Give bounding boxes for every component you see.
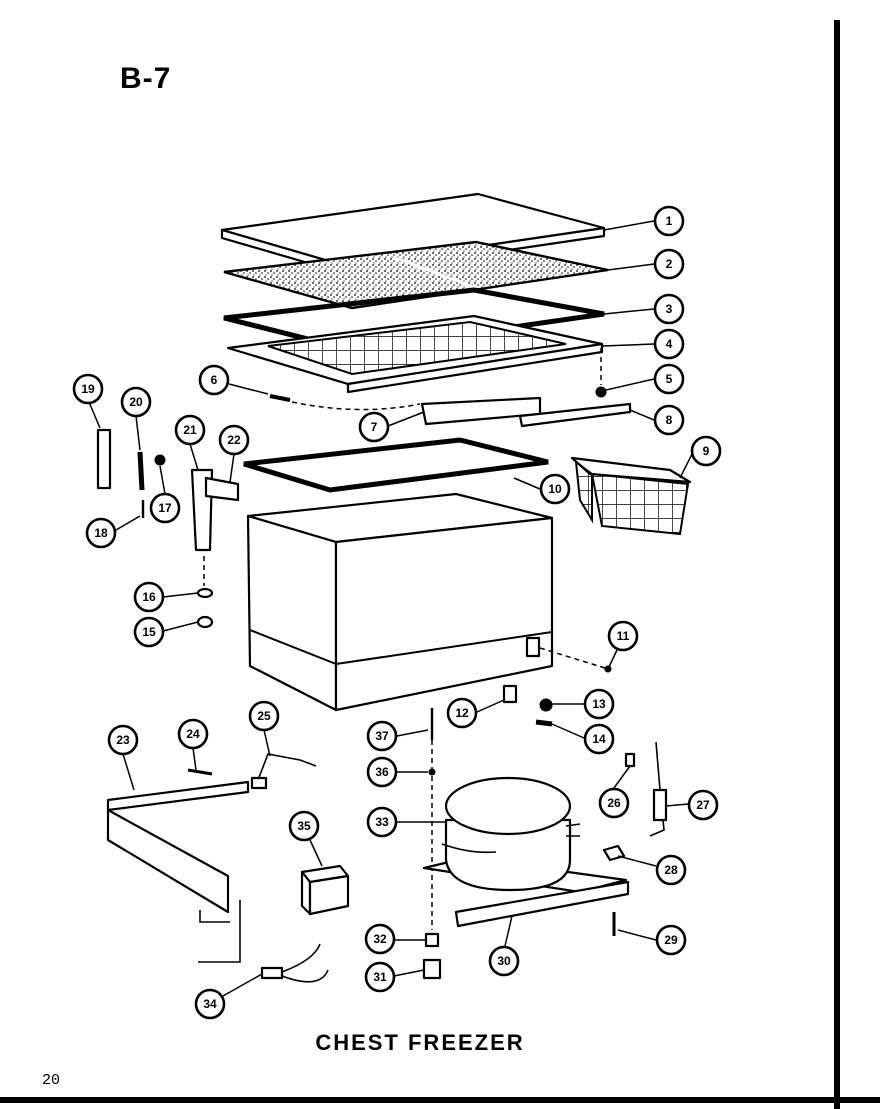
svg-text:33: 33 <box>375 815 389 829</box>
callout-26: 26 <box>598 787 630 819</box>
svg-text:30: 30 <box>497 954 511 968</box>
callout-36: 36 <box>366 756 398 788</box>
svg-text:17: 17 <box>158 501 172 515</box>
part-hinge-strip <box>518 402 632 428</box>
svg-text:29: 29 <box>664 933 678 947</box>
callout-7: 7 <box>358 411 390 443</box>
page-border-bottom <box>0 1097 880 1103</box>
svg-text:2: 2 <box>666 257 673 271</box>
svg-text:35: 35 <box>297 819 311 833</box>
diagram-caption: CHEST FREEZER <box>315 1030 525 1055</box>
callout-14: 14 <box>583 723 615 755</box>
callout-3: 3 <box>653 293 685 325</box>
svg-text:10: 10 <box>548 482 562 496</box>
callout-29: 29 <box>655 924 687 956</box>
page-code: B-7 <box>120 62 172 95</box>
callout-28: 28 <box>655 854 687 886</box>
svg-text:20: 20 <box>129 395 143 409</box>
svg-text:37: 37 <box>375 729 389 743</box>
part-hinge-assembly <box>96 428 240 629</box>
callout-9: 9 <box>690 435 722 467</box>
part-cabinet <box>246 492 612 712</box>
page-border-right <box>834 20 840 1109</box>
callout-34: 34 <box>194 988 226 1020</box>
svg-text:32: 32 <box>373 932 387 946</box>
callout-13: 13 <box>583 688 615 720</box>
callout-30: 30 <box>488 945 520 977</box>
callout-22: 22 <box>218 424 250 456</box>
callout-21: 21 <box>174 414 206 446</box>
callout-8: 8 <box>653 404 685 436</box>
callout-23: 23 <box>107 724 139 756</box>
svg-text:34: 34 <box>203 997 217 1011</box>
part-compressor <box>422 776 630 928</box>
svg-text:11: 11 <box>617 629 630 643</box>
callout-11: 11 <box>607 620 639 652</box>
svg-text:3: 3 <box>666 302 673 316</box>
part-breaker-strip <box>243 437 549 493</box>
svg-text:5: 5 <box>666 372 673 386</box>
part-relay <box>300 864 350 916</box>
part-drain-tube <box>106 753 317 963</box>
svg-text:7: 7 <box>371 420 378 434</box>
svg-text:4: 4 <box>666 337 673 351</box>
svg-text:18: 18 <box>94 526 108 540</box>
svg-text:15: 15 <box>142 625 156 639</box>
svg-text:12: 12 <box>455 706 469 720</box>
part-screw-5 <box>595 348 607 398</box>
svg-text:19: 19 <box>81 382 95 396</box>
callout-2: 2 <box>653 248 685 280</box>
page-number: 20 <box>42 1072 61 1089</box>
part-basket <box>570 456 692 536</box>
svg-text:24: 24 <box>186 727 200 741</box>
callout-15: 15 <box>133 616 165 648</box>
svg-text:13: 13 <box>592 697 606 711</box>
svg-text:6: 6 <box>211 373 218 387</box>
svg-text:21: 21 <box>183 423 197 437</box>
svg-text:22: 22 <box>227 433 241 447</box>
callout-32: 32 <box>364 923 396 955</box>
callout-19: 19 <box>72 373 104 405</box>
callout-17: 17 <box>149 492 181 524</box>
svg-text:27: 27 <box>696 798 710 812</box>
svg-text:36: 36 <box>375 765 389 779</box>
svg-text:8: 8 <box>666 413 673 427</box>
svg-text:9: 9 <box>703 444 710 458</box>
callout-18: 18 <box>85 517 117 549</box>
part-screw-6 <box>269 394 421 411</box>
callout-37: 37 <box>366 720 398 752</box>
part-mount-stack <box>422 708 442 980</box>
part-lid-panel <box>226 314 604 394</box>
leader-lines <box>88 220 693 997</box>
part-thermostat <box>624 741 668 837</box>
part-cord <box>260 943 329 983</box>
callout-24: 24 <box>177 718 209 750</box>
callout-6: 6 <box>198 364 230 396</box>
callout-16: 16 <box>133 581 165 613</box>
callout-1: 1 <box>653 205 685 237</box>
svg-text:23: 23 <box>116 733 130 747</box>
svg-text:1: 1 <box>666 214 673 228</box>
callout-33: 33 <box>366 806 398 838</box>
part-bracket-hardware <box>502 684 553 727</box>
callout-27: 27 <box>687 789 719 821</box>
callout-25: 25 <box>248 700 280 732</box>
callout-35: 35 <box>288 810 320 842</box>
callout-5: 5 <box>653 363 685 395</box>
callout-12: 12 <box>446 697 478 729</box>
svg-text:28: 28 <box>664 863 678 877</box>
callout-20: 20 <box>120 386 152 418</box>
svg-text:16: 16 <box>142 590 156 604</box>
svg-text:25: 25 <box>257 709 271 723</box>
callout-10: 10 <box>539 473 571 505</box>
svg-text:31: 31 <box>373 970 387 984</box>
callout-4: 4 <box>653 328 685 360</box>
svg-text:26: 26 <box>607 796 621 810</box>
callout-31: 31 <box>364 961 396 993</box>
svg-text:14: 14 <box>592 732 606 746</box>
